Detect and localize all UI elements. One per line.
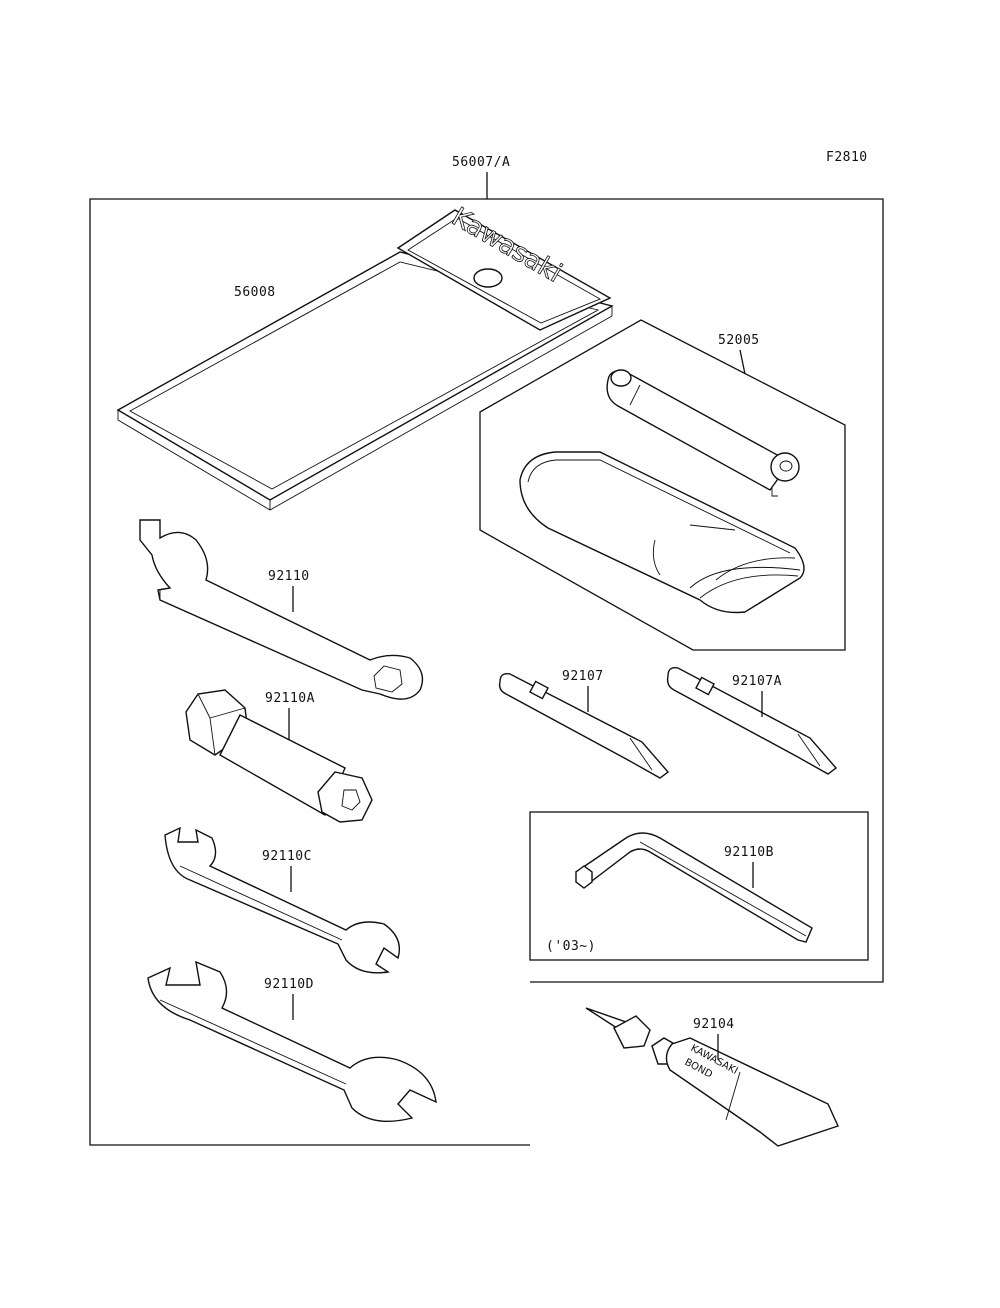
screwdriver-bit-1 xyxy=(498,672,670,779)
double-open-wrench-small xyxy=(164,826,401,974)
wrench-d-part-label: 92110D xyxy=(264,977,314,992)
snap-button xyxy=(473,268,503,288)
figure-code: F2810 xyxy=(826,150,868,165)
pouch-leader-line xyxy=(739,349,746,375)
hex-key-box xyxy=(529,811,869,961)
pouch-group-outline xyxy=(479,319,846,651)
screwdriver-bit-2 xyxy=(666,666,838,775)
driver-1-part-label: 92107 xyxy=(562,669,604,684)
hex-key-note: ('03~) xyxy=(546,939,596,954)
wrench-c-part-label: 92110C xyxy=(262,849,312,864)
kit-part-label: 56007/A xyxy=(452,155,510,170)
spark-plug-wrench-handle xyxy=(606,369,800,497)
wrench-a-part-label: 92110 xyxy=(268,569,310,584)
bond-tube: KAWASAKI BOND xyxy=(585,1007,839,1147)
socket-wrench xyxy=(185,689,373,823)
driver-2-part-label: 92107A xyxy=(732,674,782,689)
pouch-part-label: 52005 xyxy=(718,333,760,348)
spanner-wrench xyxy=(139,519,424,700)
bond-part-label: 92104 xyxy=(693,1017,735,1032)
double-open-wrench-large xyxy=(147,960,437,1123)
kit-boundary xyxy=(89,198,884,1146)
hex-key-part-label: 92110B xyxy=(724,845,774,860)
pouch-bag xyxy=(519,451,805,614)
socket-part-label: 92110A xyxy=(265,691,315,706)
hex-key xyxy=(574,832,813,943)
case-part-label: 56008 xyxy=(234,285,276,300)
